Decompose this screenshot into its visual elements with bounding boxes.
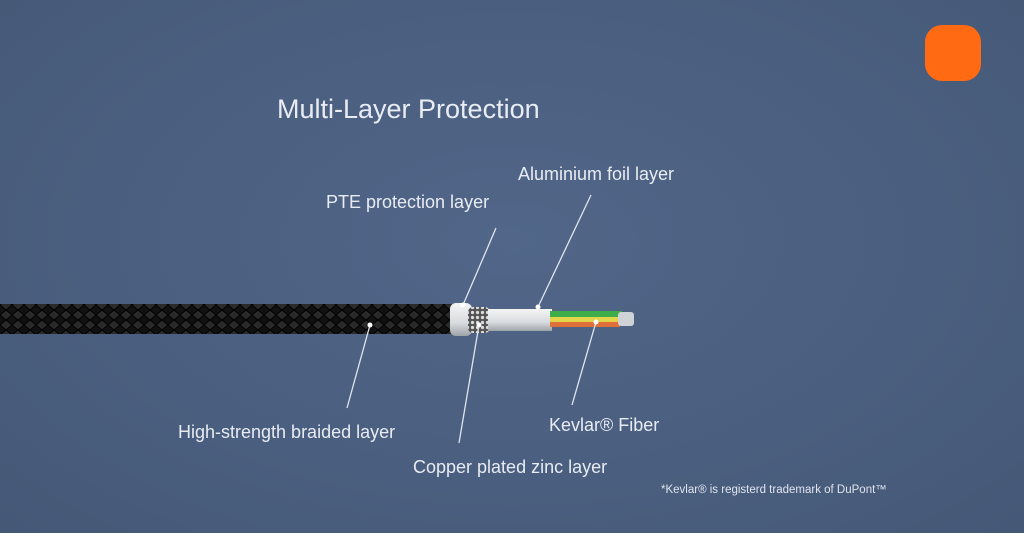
label-braided-layer: High-strength braided layer xyxy=(178,422,396,442)
page-title: Multi-Layer Protection xyxy=(277,94,540,124)
copper-zinc-layer xyxy=(468,307,490,333)
leader-lines xyxy=(346,194,599,444)
wire-green xyxy=(550,311,622,317)
label-pte-protection: PTE protection layer xyxy=(326,192,490,212)
wire-yellow xyxy=(550,317,620,322)
trademark-footnote: *Kevlar® is registerd trademark of DuPon… xyxy=(661,484,887,496)
pte-layer xyxy=(450,303,472,336)
aluminium-foil-layer xyxy=(488,309,552,331)
wire-tips xyxy=(618,312,634,326)
wire-orange xyxy=(550,322,620,327)
braided-layer xyxy=(0,304,458,334)
label-copper-zinc: Copper plated zinc layer xyxy=(413,457,608,477)
label-aluminium-foil: Aluminium foil layer xyxy=(518,164,675,184)
label-kevlar-fiber: Kevlar® Fiber xyxy=(549,415,660,435)
xiaomi-logo xyxy=(925,25,981,81)
